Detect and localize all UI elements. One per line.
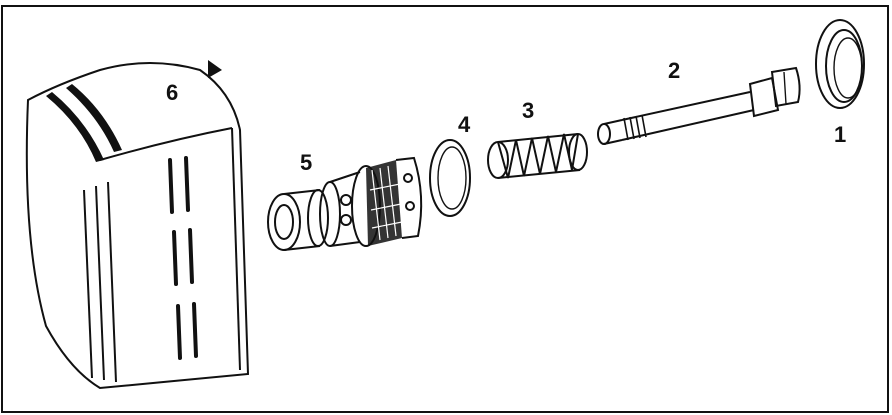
part-5-valve-body: 5 [267,150,423,251]
part-2-label: 2 [668,58,680,83]
part-6-cover [25,60,250,390]
part-3-label: 3 [522,98,534,123]
part-4-label: 4 [458,112,471,137]
part-2-stem: 2 [597,58,801,145]
frame-border [1,5,889,413]
part-3-spring: 3 [487,98,588,179]
part-1-ring: 1 [815,19,865,147]
part-4-o-ring: 4 [429,112,471,217]
part-1-label: 1 [834,122,846,147]
part-5-label: 5 [300,150,312,175]
part-6-label: 6 [166,80,178,105]
